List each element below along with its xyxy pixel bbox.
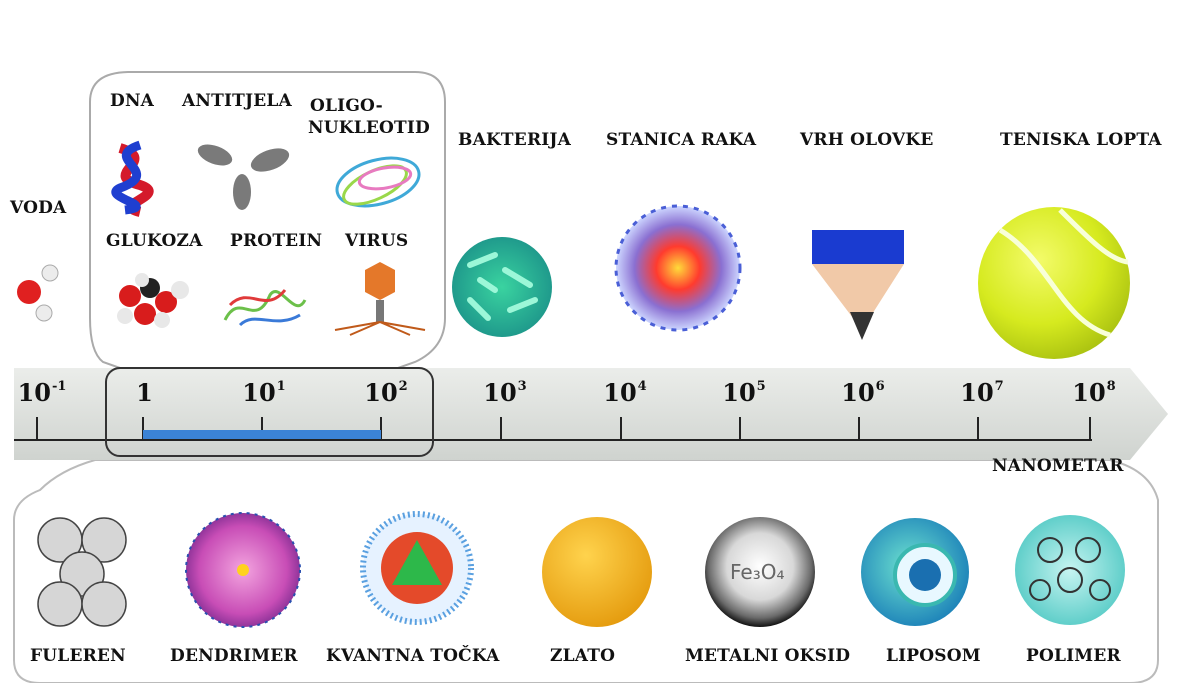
pencil-tip-illustration	[812, 230, 904, 340]
label-dna: DNA	[110, 93, 154, 111]
label-antitjela: ANTITJELA	[182, 93, 292, 111]
label-protein: PROTEIN	[230, 233, 322, 251]
label-bakterija: BAKTERIJA	[458, 132, 571, 150]
label-teniska-lopta: TENISKA LOPTA	[1000, 132, 1162, 150]
label-fuleren: FULEREN	[30, 648, 126, 666]
water-molecule-illustration	[17, 265, 58, 321]
label-virus: VIRUS	[345, 233, 408, 251]
label-voda: VODA	[10, 200, 66, 218]
label-zlato: ZLATO	[550, 648, 615, 666]
tick-label-5: 104	[603, 378, 646, 407]
label-stanica-raka: STANICA RAKA	[606, 132, 756, 150]
tick-label-2: 101	[242, 378, 285, 407]
label-oligo-line1: OLIGO-	[310, 98, 383, 116]
polymer-illustration	[1015, 515, 1125, 625]
label-glukoza: GLUKOZA	[106, 233, 203, 251]
bacteria-illustration	[452, 237, 552, 337]
label-kvantna-tocka: KVANTNA TOČKA	[326, 648, 500, 666]
tick-label-8: 107	[960, 378, 1003, 407]
tick-label-1: 1	[136, 378, 154, 407]
tennis-ball-illustration	[978, 207, 1130, 359]
tick-label-0: 10-1	[18, 378, 67, 407]
tick-label-4: 103	[483, 378, 526, 407]
quantum-dot-illustration	[363, 514, 471, 622]
label-metalni-oksid: METALNI OKSID	[685, 648, 850, 666]
tick-label-9: 108	[1072, 378, 1115, 407]
nanoscale-highlight-bar	[143, 430, 381, 439]
unit-label: NANOMETAR	[992, 458, 1124, 476]
cancer-cell-illustration	[616, 206, 740, 330]
liposome-illustration	[861, 518, 969, 626]
label-oligo-line2: NUKLEOTID	[308, 120, 430, 138]
tick-label-6: 105	[722, 378, 765, 407]
label-dendrimer: DENDRIMER	[170, 648, 298, 666]
tick-label-3: 102	[364, 378, 407, 407]
label-polimer: POLIMER	[1026, 648, 1121, 666]
oxide-formula: Fe₃O₄	[730, 560, 785, 584]
label-vrh-olovke: VRH OLOVKE	[800, 132, 934, 150]
gold-nanoparticle-illustration	[542, 517, 652, 627]
label-liposom: LIPOSOM	[886, 648, 981, 666]
dendrimer-illustration	[186, 513, 300, 627]
tick-label-7: 106	[841, 378, 884, 407]
